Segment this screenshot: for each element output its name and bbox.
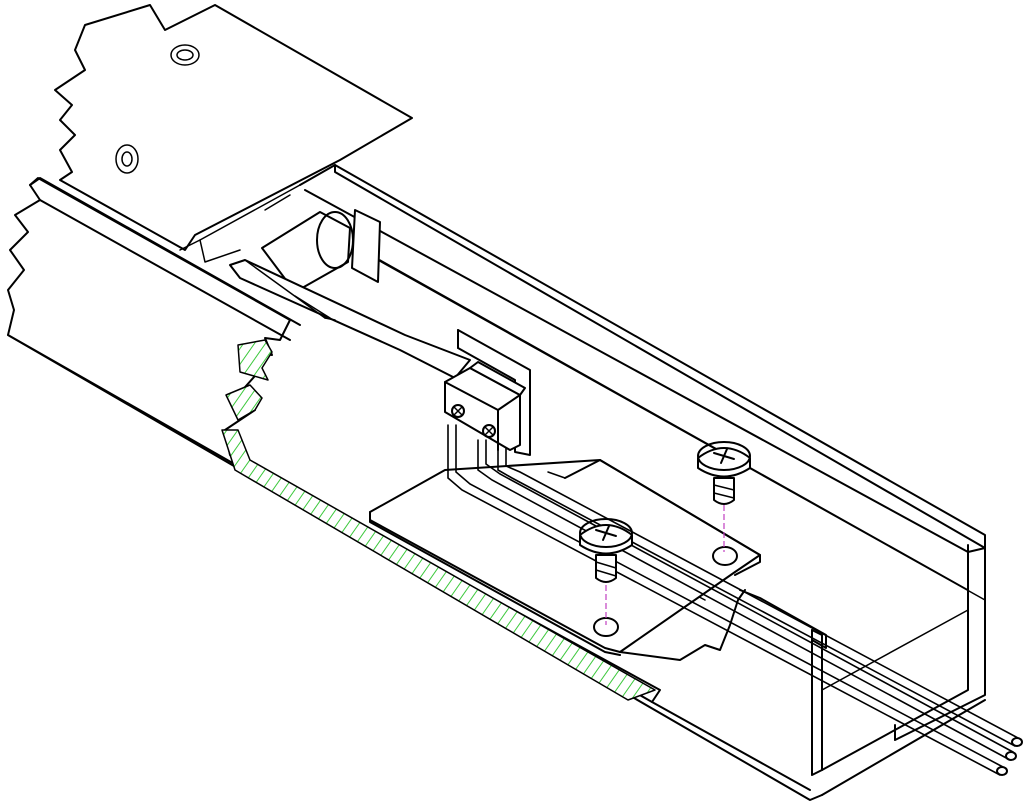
panel-screw-hole-top (170, 44, 200, 66)
panel-screw-hole-lower (115, 144, 139, 174)
broken-away-top-panel (54, 4, 413, 251)
front-wall-right-segment (619, 589, 811, 791)
mounting-screw-front (579, 518, 633, 583)
plate-hole-rear (712, 546, 738, 566)
cylindrical-actuator (261, 209, 381, 293)
wire-bundle (447, 424, 1023, 776)
switch-bracket (457, 329, 531, 456)
mounting-plate (369, 459, 761, 656)
phillips-cross-icon (595, 525, 617, 541)
front-wall-broken (7, 177, 661, 703)
phillips-cross-icon (713, 448, 735, 464)
inner-back-wall (179, 184, 301, 263)
screw-center-lines (605, 505, 725, 625)
cut-section-hatch (221, 339, 656, 701)
mounting-screw-rear (697, 441, 751, 505)
micro-switch (444, 361, 526, 451)
switch-lever (229, 259, 471, 379)
